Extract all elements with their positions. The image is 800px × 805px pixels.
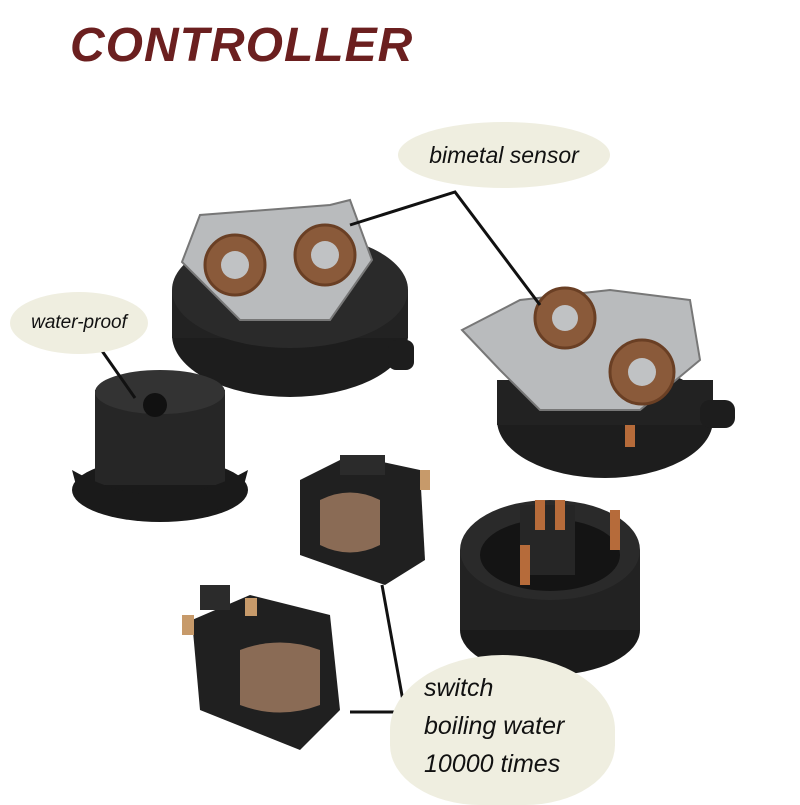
leader-bimetal [349, 190, 542, 306]
callout-switch: switch boiling water 10000 times [390, 655, 615, 805]
socket-bottom-right [460, 500, 640, 675]
switch-middle [300, 455, 430, 585]
page-title: CONTROLLER [70, 19, 414, 72]
leader-switch [350, 584, 407, 714]
callout-bimetal-label: bimetal sensor [429, 141, 579, 168]
callout-water-proof-label: water-proof [31, 312, 127, 333]
waterproof-cap [72, 370, 248, 522]
callout-water-proof: water-proof [10, 292, 148, 354]
callout-switch-line-3: 10000 times [424, 750, 561, 778]
callout-bimetal-sensor: bimetal sensor [398, 122, 610, 188]
controller-right [460, 286, 735, 478]
callout-switch-line-1: switch [424, 674, 494, 702]
switch-bottom-left [182, 585, 340, 750]
callout-switch-line-2: boiling water [424, 712, 565, 740]
leader-waterproof [98, 347, 137, 399]
controller-top-left [172, 198, 414, 397]
